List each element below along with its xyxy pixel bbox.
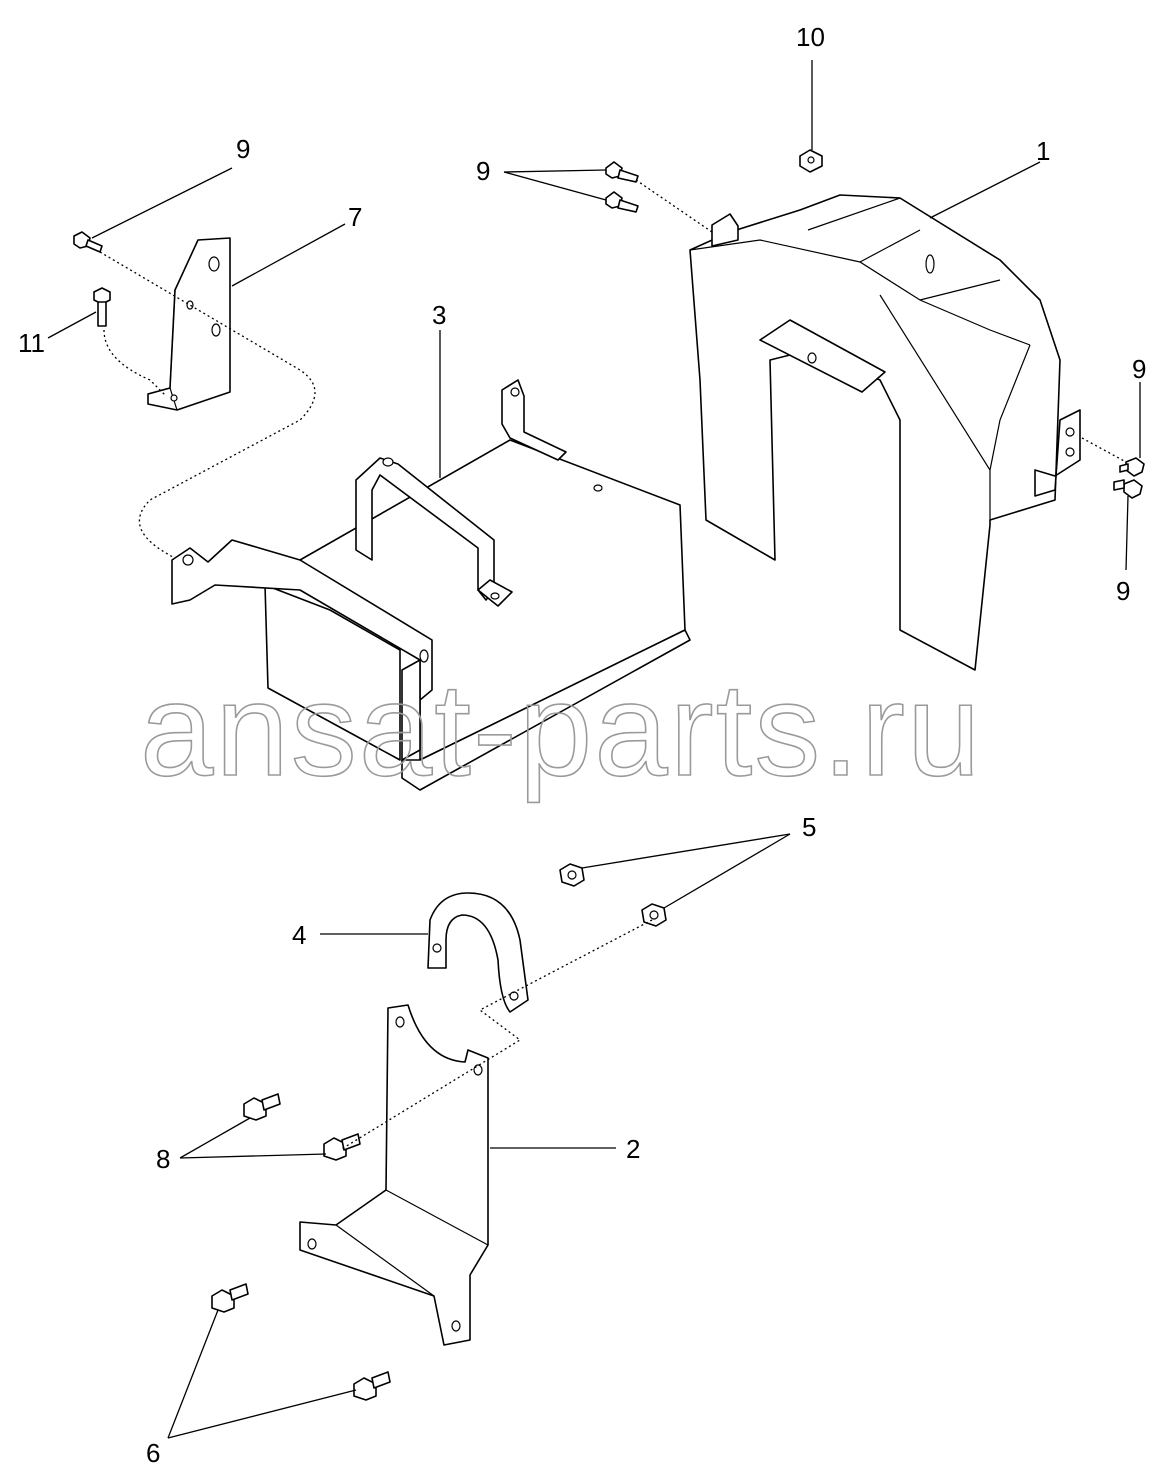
nuts-5: [559, 863, 667, 927]
part-4-clamp: [427, 892, 529, 1013]
callout-9-right-upper: 9: [1132, 354, 1146, 384]
callout-6: 6: [146, 1438, 160, 1468]
callout-3: 3: [432, 300, 446, 330]
assembly-dashed-lines: [99, 179, 1127, 1151]
leader-lines: [47, 60, 1141, 1439]
callout-10: 10: [796, 22, 825, 52]
callout-1: 1: [1036, 136, 1050, 166]
callout-9-top: 9: [476, 156, 490, 186]
callout-9-left: 9: [236, 134, 250, 164]
callout-4: 4: [292, 920, 306, 950]
callout-5: 5: [802, 812, 816, 842]
callout-labels: 1 2 3 4 5 6 7 8 9 9 9 9 10 11: [18, 22, 1146, 1468]
part-2-bracket: [299, 1004, 489, 1346]
callout-11: 11: [18, 328, 45, 358]
bolts-9-right: [1113, 457, 1145, 499]
part-3-tray: [171, 379, 691, 791]
watermark-text: ansat-parts.ru: [140, 656, 982, 803]
part-7-bracket: [147, 237, 231, 411]
callout-7: 7: [348, 202, 362, 232]
callout-9-right-lower: 9: [1116, 576, 1130, 606]
callout-2: 2: [626, 1134, 640, 1164]
bolts-8: [243, 1093, 361, 1161]
bolts-9-top: [605, 161, 639, 213]
nut-10: [799, 149, 823, 173]
part-1-shroud: [689, 194, 1081, 671]
callout-8: 8: [156, 1144, 170, 1174]
bolt-11: [93, 287, 111, 327]
bolts-6: [211, 1283, 391, 1401]
